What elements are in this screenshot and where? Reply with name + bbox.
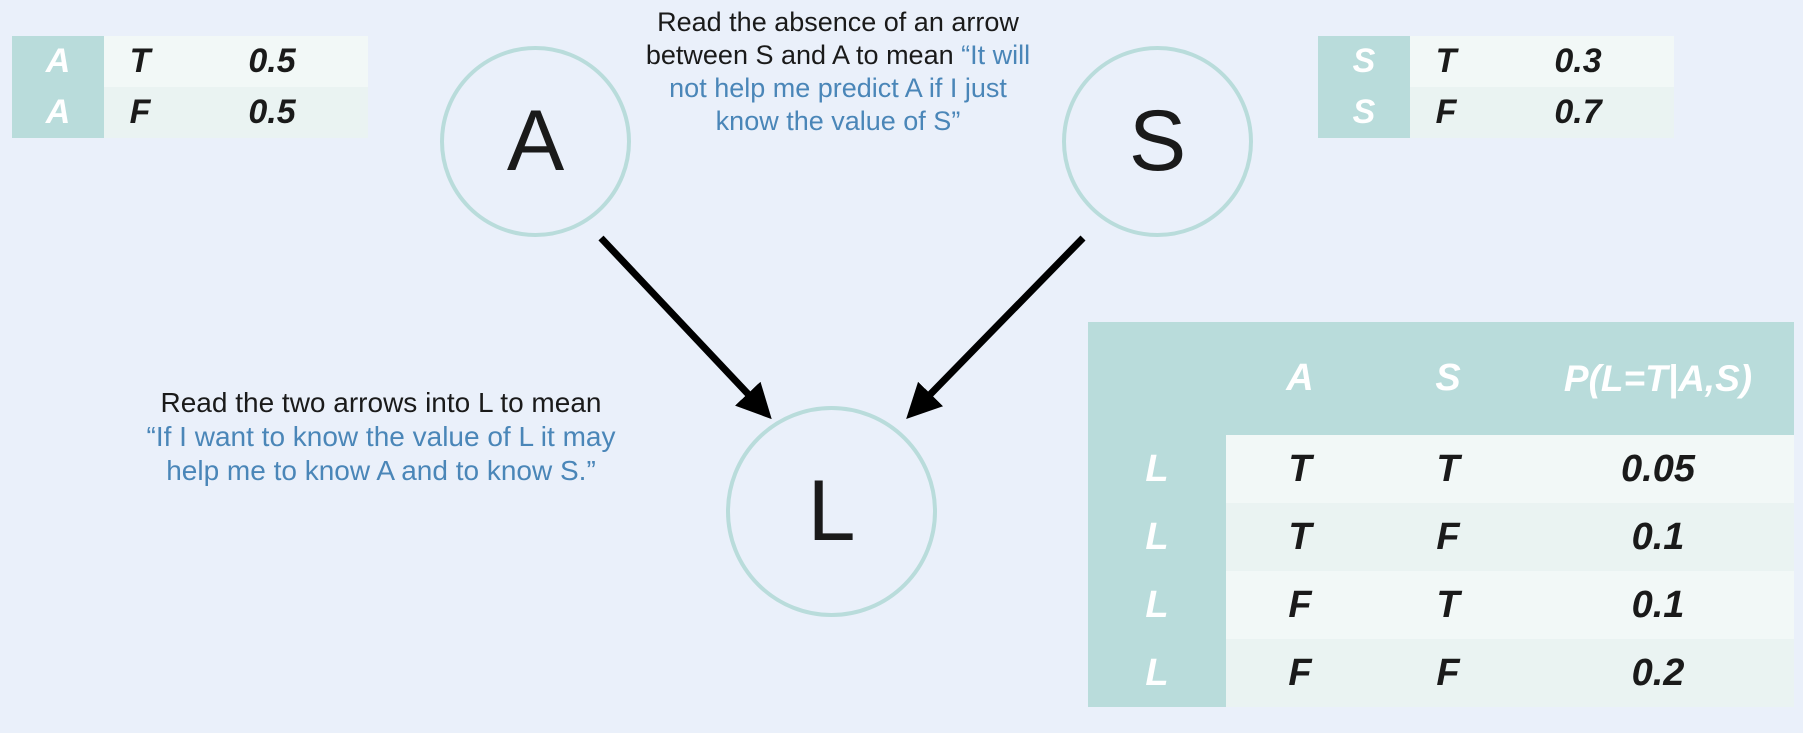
- cell-l-r2-c0: L: [1088, 571, 1226, 639]
- cell-s-r0-c0: S: [1318, 36, 1410, 87]
- node-l-label: L: [807, 463, 856, 559]
- cell-s-r0-c2: 0.3: [1482, 36, 1674, 87]
- cell-l-r2-c2: T: [1374, 571, 1522, 639]
- table-row: A F 0.5: [12, 87, 368, 138]
- header-l-c0: [1088, 322, 1226, 435]
- cell-s-r1-c2: 0.7: [1482, 87, 1674, 138]
- header-l-c1: A: [1226, 322, 1374, 435]
- annotation-absence-of-arrow: Read the absence of an arrow between S a…: [636, 6, 1040, 138]
- cell-l-r3-c1: F: [1226, 639, 1374, 707]
- cell-l-r0-c3: 0.05: [1522, 435, 1794, 503]
- cell-a-r0-c2: 0.5: [176, 36, 368, 87]
- cell-s-r1-c0: S: [1318, 87, 1410, 138]
- cell-l-r0-c0: L: [1088, 435, 1226, 503]
- cell-l-r0-c2: T: [1374, 435, 1522, 503]
- cell-l-r2-c1: F: [1226, 571, 1374, 639]
- table-row: L F T 0.1: [1088, 571, 1794, 639]
- cell-l-r3-c0: L: [1088, 639, 1226, 707]
- cell-l-r1-c2: F: [1374, 503, 1522, 571]
- cell-a-r1-c0: A: [12, 87, 104, 138]
- cell-l-r3-c2: F: [1374, 639, 1522, 707]
- cell-l-r0-c1: T: [1226, 435, 1374, 503]
- arrow-s-to-l: [906, 235, 1086, 420]
- node-s[interactable]: S: [1062, 46, 1253, 237]
- cell-l-r1-c3: 0.1: [1522, 503, 1794, 571]
- cell-l-r2-c3: 0.1: [1522, 571, 1794, 639]
- cpt-table-s: S T 0.3 S F 0.7: [1318, 36, 1674, 138]
- annotation-top-plain: Read the absence of an arrow between S a…: [645, 7, 1019, 70]
- annotation-top-quote: “It will not help me predict A if I just…: [669, 39, 1031, 136]
- annotation-left-quote: “If I want to know the value of L it may…: [146, 421, 616, 487]
- node-l[interactable]: L: [726, 406, 937, 617]
- cell-a-r1-c1: F: [104, 87, 176, 138]
- cell-l-r1-c0: L: [1088, 503, 1226, 571]
- cell-s-r0-c1: T: [1410, 36, 1482, 87]
- cell-a-r0-c1: T: [104, 36, 176, 87]
- node-s-label: S: [1128, 93, 1187, 189]
- cell-l-r1-c1: T: [1226, 503, 1374, 571]
- header-l-c3: P(L=T|A,S): [1522, 322, 1794, 435]
- node-a[interactable]: A: [440, 46, 631, 237]
- cpt-table-l: A S P(L=T|A,S) L T T 0.05 L T F 0.1 L F …: [1088, 322, 1794, 707]
- table-row: L F F 0.2: [1088, 639, 1794, 707]
- node-a-label: A: [506, 93, 565, 189]
- cell-a-r1-c2: 0.5: [176, 87, 368, 138]
- table-header-row: A S P(L=T|A,S): [1088, 322, 1794, 435]
- annotation-left-plain: Read the two arrows into L to mean: [160, 387, 602, 418]
- table-row: L T T 0.05: [1088, 435, 1794, 503]
- annotation-arrows-into-l: Read the two arrows into L to mean “If I…: [146, 386, 616, 488]
- cell-a-r0-c0: A: [12, 36, 104, 87]
- cpt-table-a: A T 0.5 A F 0.5: [12, 36, 368, 138]
- cell-l-r3-c3: 0.2: [1522, 639, 1794, 707]
- table-row: L T F 0.1: [1088, 503, 1794, 571]
- header-l-c2: S: [1374, 322, 1522, 435]
- table-row: S F 0.7: [1318, 87, 1674, 138]
- cell-s-r1-c1: F: [1410, 87, 1482, 138]
- table-row: S T 0.3: [1318, 36, 1674, 87]
- arrow-a-to-l: [598, 235, 772, 420]
- table-row: A T 0.5: [12, 36, 368, 87]
